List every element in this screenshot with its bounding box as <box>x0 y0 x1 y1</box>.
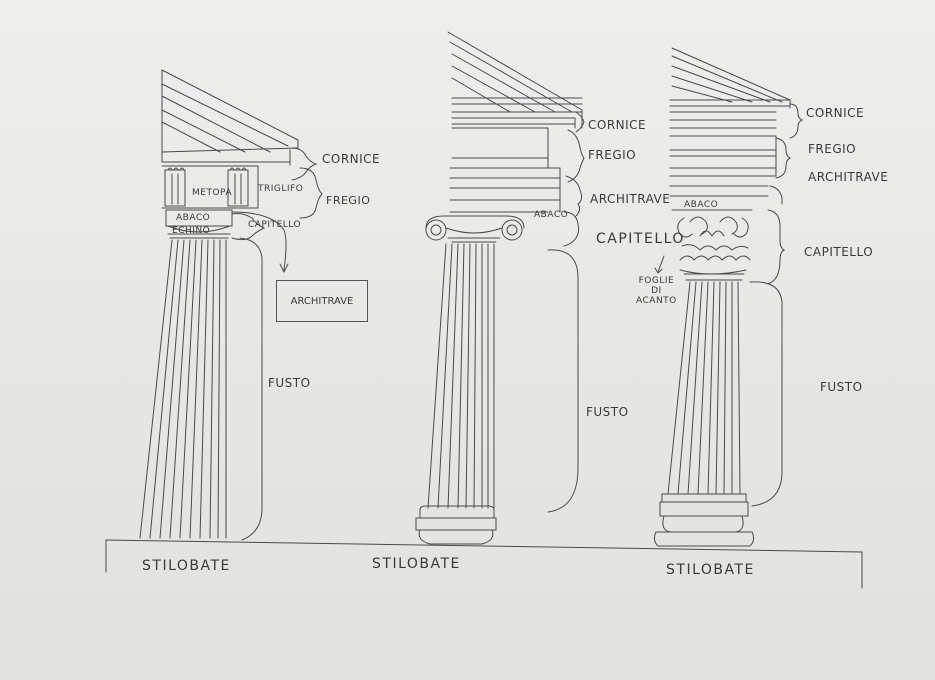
corinthian-stilobate-label: STILOBATE <box>666 562 755 578</box>
doric-triglifo-label: TRIGLIFO <box>258 184 304 194</box>
doric-architrave-box: ARCHITRAVE <box>276 280 368 322</box>
ionic-brackets <box>547 111 585 513</box>
doric-fregio-label: FREGIO <box>326 194 371 207</box>
ionic-frieze <box>451 127 549 169</box>
doric-capital <box>165 209 233 239</box>
doric-architrave-label: ARCHITRAVE <box>290 295 354 307</box>
corinthian-fusto-label: FUSTO <box>820 380 863 394</box>
doric-abaco-label: ABACO <box>176 213 211 223</box>
ionic-capitello-label: CAPITELLO <box>596 231 685 247</box>
corinthian-foglie-line1: FOGLIE <box>638 276 675 286</box>
corinthian-architrave-label: ARCHITRAVE <box>808 170 889 184</box>
corinthian-fregio-label: FREGIO <box>808 142 857 156</box>
doric-capitello-label: CAPITELLO <box>248 220 301 230</box>
ionic-shaft <box>427 243 495 509</box>
ionic-pediment <box>447 31 583 129</box>
doric-stilobate-label: STILOBATE <box>142 558 231 574</box>
corinthian-cornice-label: CORNICE <box>806 106 865 120</box>
corinthian-foglie-label: FOGLIE DI ACANTO <box>636 276 677 306</box>
corinthian-frieze <box>669 135 777 197</box>
doric-architrave-arrow <box>231 211 289 274</box>
ionic-stilobate-label: STILOBATE <box>372 556 461 572</box>
ionic-cornice-label: CORNICE <box>588 118 647 132</box>
corinthian-foglie-line3: ACANTO <box>636 296 677 306</box>
ionic-base <box>415 505 497 545</box>
corinthian-capital <box>654 209 753 281</box>
doric-echino-label: ECHINO <box>172 226 211 236</box>
corinthian-abaco-label: ABACO <box>684 200 719 210</box>
ionic-abaco-label: ABACO <box>534 210 569 220</box>
ionic-capital <box>425 215 525 243</box>
corinthian-column <box>653 47 804 547</box>
doric-frieze <box>161 165 259 209</box>
ionic-architrave <box>449 167 561 213</box>
doric-brackets <box>231 147 323 541</box>
doric-fusto-label: FUSTO <box>268 376 311 390</box>
doric-shaft <box>139 239 227 539</box>
corinthian-pediment <box>669 47 791 137</box>
doric-column <box>139 69 323 541</box>
ionic-column <box>415 31 585 545</box>
ionic-fusto-label: FUSTO <box>586 405 629 419</box>
doric-cornice-label: CORNICE <box>322 152 381 166</box>
corinthian-capitello-label: CAPITELLO <box>804 245 874 259</box>
stylobate-line <box>105 539 863 589</box>
doric-pediment <box>161 69 299 166</box>
corinthian-foglie-line2: DI <box>651 286 662 296</box>
doric-metopa-label: METOPA <box>192 188 233 198</box>
ionic-architrave-label: ARCHITRAVE <box>590 192 671 206</box>
corinthian-brackets <box>749 103 804 507</box>
corinthian-base <box>653 493 755 547</box>
corinthian-shaft <box>667 281 741 495</box>
ionic-fregio-label: FREGIO <box>588 148 637 162</box>
